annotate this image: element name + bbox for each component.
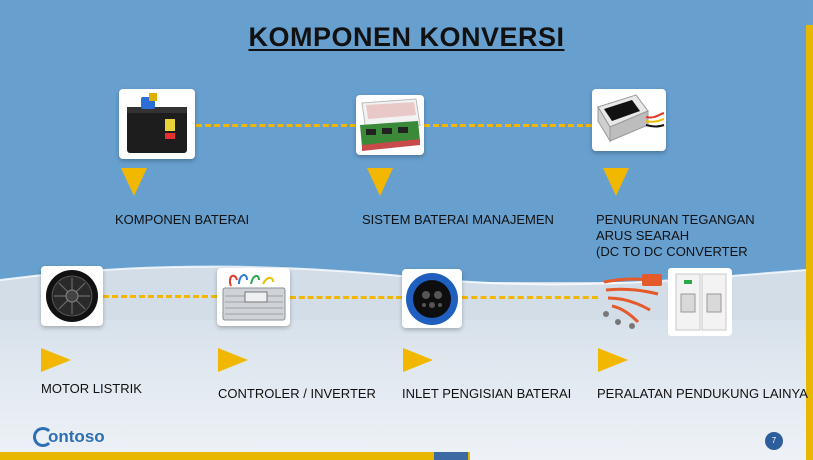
- component-card-controller: [217, 268, 290, 326]
- controller-icon: [222, 274, 286, 321]
- arrow-right-icon: [218, 348, 248, 372]
- bms-board-icon: [360, 98, 421, 151]
- arrow-down-icon: [603, 168, 629, 196]
- dc-converter-icon: [597, 94, 665, 143]
- page-number: 7: [765, 432, 783, 450]
- connector-line: [196, 124, 356, 127]
- logo-c-icon: [33, 427, 53, 447]
- component-label: PENURUNAN TEGANGAN ARUS SEARAH (DC TO DC…: [596, 212, 755, 259]
- component-label: MOTOR LISTRIK: [41, 381, 142, 396]
- component-card-inlet: [402, 269, 462, 328]
- component-card-battery: [119, 89, 195, 159]
- component-label: SISTEM BATERAI MANAJEMEN: [362, 212, 554, 227]
- battery-icon: [127, 93, 187, 153]
- accent-bar-bottom: [0, 452, 470, 460]
- arrow-right-icon: [41, 348, 71, 372]
- circuit-breaker-icon: [603, 268, 732, 336]
- component-card-support: [598, 268, 732, 336]
- component-card-dc-converter: [592, 89, 666, 151]
- arrow-right-icon: [598, 348, 628, 372]
- accent-bar-right: [806, 25, 813, 460]
- component-label: KOMPONEN BATERAI: [115, 212, 250, 227]
- arrow-right-icon: [403, 348, 433, 372]
- connector-line: [424, 124, 592, 127]
- component-card-motor: [41, 266, 103, 326]
- connector-line: [103, 295, 217, 298]
- component-label: PERALATAN PENDUKUNG LAINYA: [597, 386, 808, 401]
- component-label: CONTROLER / INVERTER: [218, 386, 376, 401]
- logo-text: ontoso: [48, 427, 105, 446]
- connector-line: [462, 296, 598, 299]
- contoso-logo: ontoso: [33, 424, 105, 450]
- accent-bar-bottom-dark: [434, 452, 468, 460]
- component-card-bms: [356, 95, 424, 155]
- connector-line: [290, 296, 402, 299]
- arrow-down-icon: [121, 168, 147, 196]
- charging-inlet-icon: [406, 273, 458, 325]
- component-label: INLET PENGISIAN BATERAI: [402, 386, 572, 401]
- arrow-down-icon: [367, 168, 393, 196]
- slide-title: KOMPONEN KONVERSI: [248, 22, 565, 52]
- hub-motor-icon: [46, 270, 98, 322]
